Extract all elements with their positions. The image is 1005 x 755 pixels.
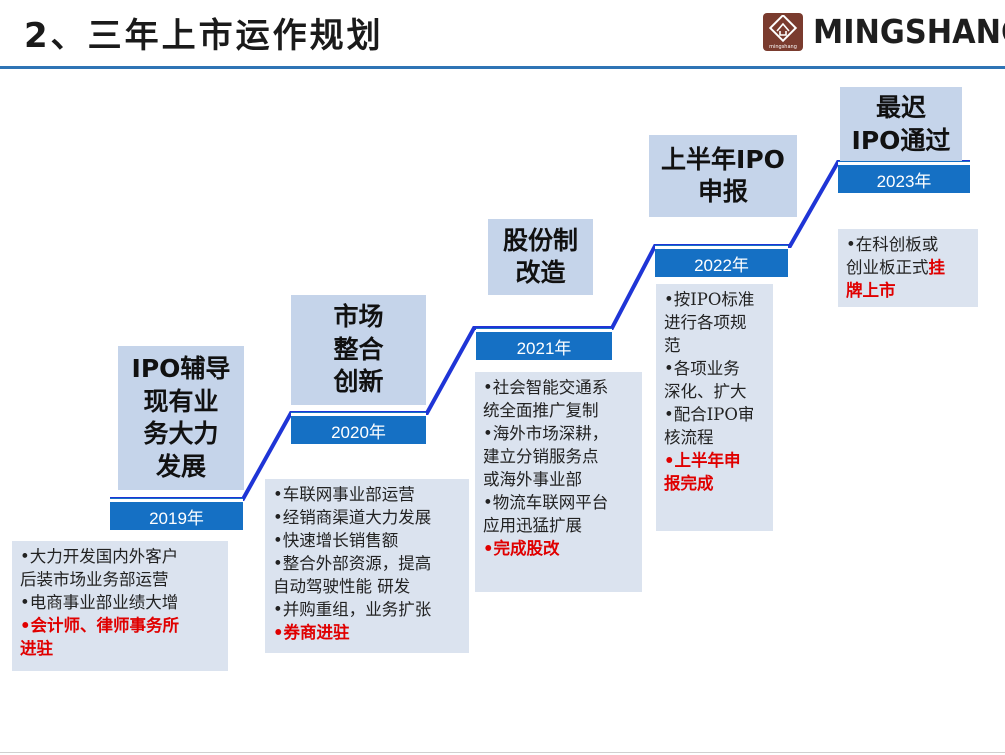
footer-divider [0,752,1005,753]
desc-line: 统全面推广复制 [483,401,599,420]
desc-line: •各项业务 [664,359,740,378]
stage-title-line: 股份制 [502,225,578,255]
desc-line: 范 [664,336,681,355]
desc-line-highlight: •上半年申 [664,451,741,470]
stage-title-line: 现有业 [143,386,219,416]
stage-title-line: 上半年IPO [661,144,785,174]
desc-line: 应用迅猛扩展 [483,516,582,535]
year-bar-2022: 2022年 [655,246,788,277]
stage-title-line: 务大力 [143,419,219,448]
desc-line-highlight: 进驻 [20,639,53,658]
stage-description-2023: •在科创板或 创业板正式挂 牌上市 [838,229,978,307]
desc-line-highlight: 挂 [928,258,946,277]
header-divider [0,66,1005,69]
logo-text: MINGSHANG [813,12,1005,51]
stage-title-line: 最迟 [875,93,926,122]
desc-line-highlight: •完成股改 [483,539,560,558]
stage-description-2021: •社会智能交通系 统全面推广复制 •海外市场深耕， 建立分销服务点 或海外事业部… [475,372,642,592]
logo-icon: mingshang [763,13,803,51]
desc-line: 或海外事业部 [483,470,582,489]
desc-line-highlight: 报完成 [664,474,714,493]
desc-line-highlight: •券商进驻 [273,623,350,642]
year-bar-2020: 2020年 [291,413,426,444]
page-title: 2、三年上市运作规划 [24,16,384,56]
desc-line: •快速增长销售额 [273,531,399,550]
stage-title-line: IPO辅导 [131,354,231,383]
stage-title-line: 整合 [333,334,384,364]
desc-line: •大力开发国内外客户 [20,547,179,566]
desc-line: •海外市场深耕， [483,424,609,443]
desc-line: •配合IPO审 [664,405,755,424]
desc-line: •经销商渠道大力发展 [273,508,432,527]
desc-line: •电商事业部业绩大增 [20,593,179,612]
stage-description-2022: •按IPO标准 进行各项规 范 •各项业务 深化、扩大 •配合IPO审 核流程 … [656,284,773,531]
desc-line: •按IPO标准 [664,290,755,309]
stage-title-2021: 股份制 改造 [488,219,593,295]
desc-line: •并购重组，业务扩张 [273,600,432,619]
desc-line: 建立分销服务点 [483,447,599,466]
stage-title-2022: 上半年IPO 申报 [649,135,797,217]
year-bar-2021: 2021年 [476,329,612,360]
stage-description-2020: •车联网事业部运营 •经销商渠道大力发展 •快速增长销售额 •整合外部资源，提高… [265,479,469,653]
desc-line-highlight: 牌上市 [846,281,896,300]
desc-line: 深化、扩大 [664,382,747,401]
stage-title-line: 发展 [155,451,206,481]
stage-title-2019: IPO辅导 现有业 务大力 发展 [118,346,244,490]
stage-title-line: 申报 [697,177,748,206]
stage-title-2020: 市场 整合 创新 [291,295,426,405]
desc-line: 核流程 [664,428,714,447]
desc-line-highlight: •会计师、律师事务所 [20,616,180,635]
year-bar-2023: 2023年 [838,162,970,193]
desc-line: 自动驾驶性能 研发 [273,577,411,596]
logo-subtext: mingshang [769,44,797,50]
stage-title-line: IPO通过 [851,125,951,155]
stage-title-line: 市场 [333,302,384,332]
desc-line: 后装市场业务部运营 [20,570,169,589]
desc-line: •在科创板或 [846,235,939,254]
stage-title-line: 创新 [333,367,384,397]
desc-line: •整合外部资源，提高 [273,554,432,573]
desc-line: •社会智能交通系 [483,378,609,397]
desc-line: 进行各项规 [664,313,747,332]
stage-title-2023: 最迟 IPO通过 [840,87,962,162]
desc-line: •物流车联网平台 [483,493,609,512]
desc-line: •车联网事业部运营 [273,485,415,504]
stage-title-line: 改造 [515,258,566,287]
year-bar-2019: 2019年 [110,499,243,530]
desc-line: 创业板正式 [846,258,929,277]
stage-description-2019: •大力开发国内外客户 后装市场业务部运营 •电商事业部业绩大增 •会计师、律师事… [12,541,228,671]
